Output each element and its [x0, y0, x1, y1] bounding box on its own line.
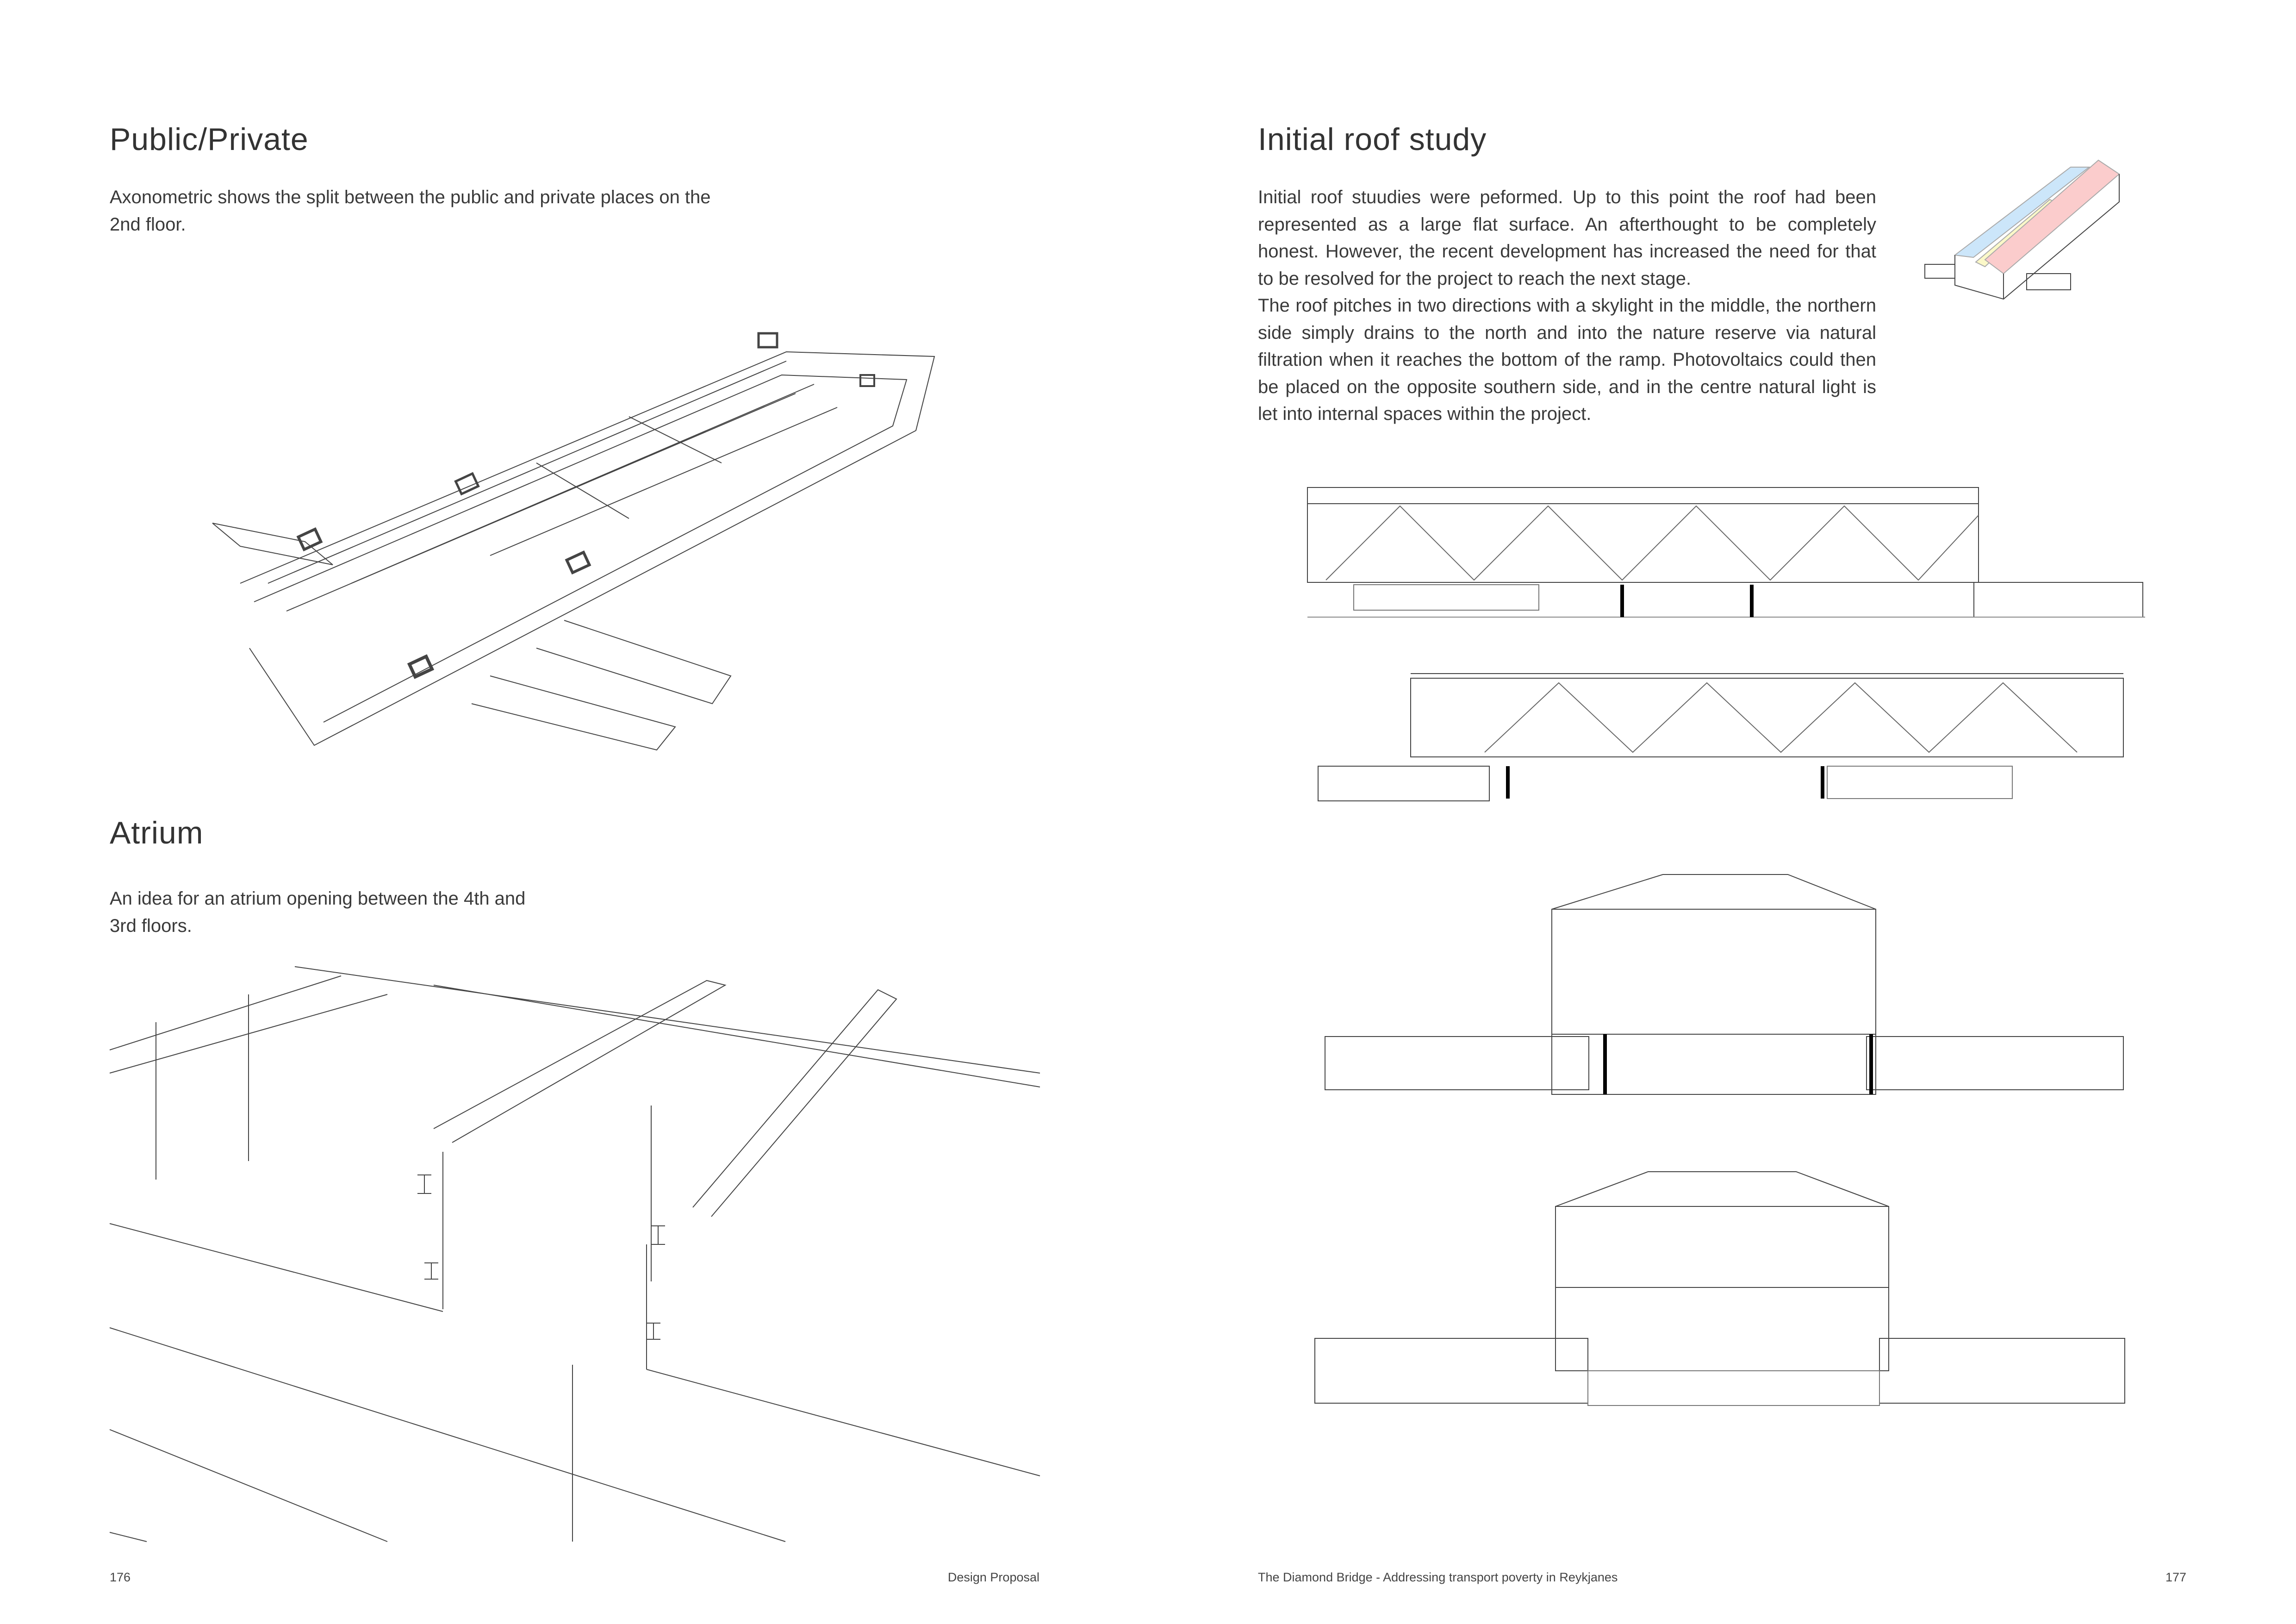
section-body-public-private: Axonometric shows the split between the …: [110, 187, 711, 235]
roof-study-paragraph-1: Initial roof stuudies were peformed. Up …: [1258, 187, 1876, 289]
section-title-atrium: Atrium: [110, 815, 204, 850]
section-title-public-private: Public/Private: [110, 122, 309, 157]
section-title-roof-study: Initial roof study: [1258, 122, 1487, 157]
left-page-number: 176: [110, 1570, 131, 1584]
left-footer-section: Design Proposal: [947, 1570, 1039, 1584]
atrium-perspective-drawing: [109, 966, 1040, 1542]
elevation-drawing-4: [1314, 1171, 2125, 1406]
elevation-drawing-2: [1318, 673, 2124, 801]
right-page-number: 177: [2165, 1570, 2186, 1584]
public-private-axonometric-drawing: [212, 332, 935, 751]
elevation-drawing-1: [1307, 487, 2145, 618]
elevation-drawing-3: [1325, 874, 2124, 1095]
roof-study-paragraph-2: The roof pitches in two directions with …: [1258, 295, 1876, 424]
roof-study-colored-axonometric: [1924, 159, 2120, 300]
right-footer-title: The Diamond Bridge - Addressing transpor…: [1258, 1570, 1618, 1584]
section-body-atrium: An idea for an atrium opening between th…: [110, 888, 526, 936]
